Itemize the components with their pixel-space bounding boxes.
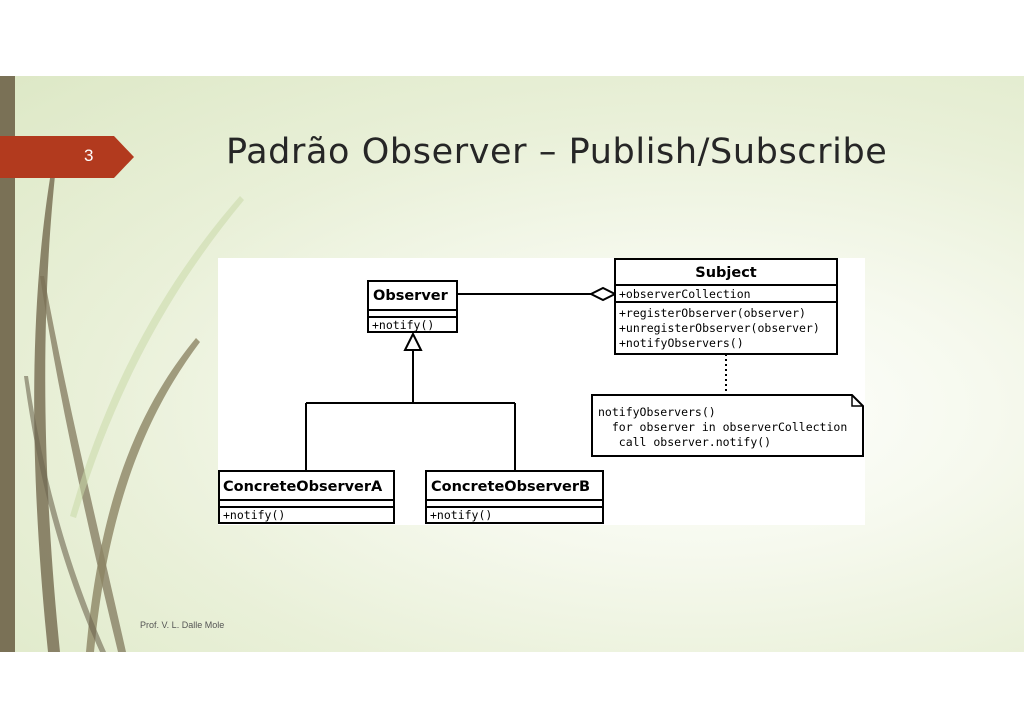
inheritance-arrow [305, 331, 516, 471]
left-bar [0, 76, 15, 652]
slide-number: 3 [84, 146, 94, 165]
observer-class-name: Observer [373, 288, 449, 304]
uml-diagram-svg: Observer +notify() Subject +observerColl… [218, 258, 864, 524]
note-line: notifyObservers() [598, 405, 716, 419]
concrete-observer-b-method: +notify() [430, 508, 492, 522]
note-line: for observer in observerCollection [598, 420, 847, 434]
concrete-observer-a-class: ConcreteObserverA +notify() [218, 470, 395, 524]
note-line: call observer.notify() [598, 435, 771, 449]
observer-class: Observer +notify() [367, 280, 458, 333]
concrete-observer-a-method: +notify() [223, 508, 285, 522]
concrete-observer-a-name: ConcreteObserverA [223, 479, 383, 495]
footer-author: Prof. V. L. Dalle Mole [140, 620, 225, 630]
note: notifyObservers() for observer in observ… [591, 394, 864, 457]
subject-method: +notifyObservers() [619, 336, 744, 350]
subject-attribute: +observerCollection [619, 287, 751, 301]
concrete-observer-b-name: ConcreteObserverB [431, 479, 590, 495]
subject-method: +unregisterObserver(observer) [619, 321, 820, 335]
slide: 3 Padrão Observer – Publish/Subscribe Ob… [0, 76, 1024, 652]
concrete-observer-b-class: ConcreteObserverB +notify() [425, 470, 604, 524]
subject-method: +registerObserver(observer) [619, 306, 806, 320]
slide-title: Padrão Observer – Publish/Subscribe [226, 132, 888, 172]
decorative-leaves [24, 166, 244, 652]
uml-diagram: Observer +notify() Subject +observerColl… [218, 258, 865, 525]
observer-method: +notify() [372, 318, 434, 332]
aggregation-diamond [588, 286, 618, 302]
slide-number-arrow [0, 136, 134, 178]
subject-class: Subject +observerCollection +registerObs… [614, 258, 838, 355]
subject-class-name: Subject [695, 265, 757, 281]
